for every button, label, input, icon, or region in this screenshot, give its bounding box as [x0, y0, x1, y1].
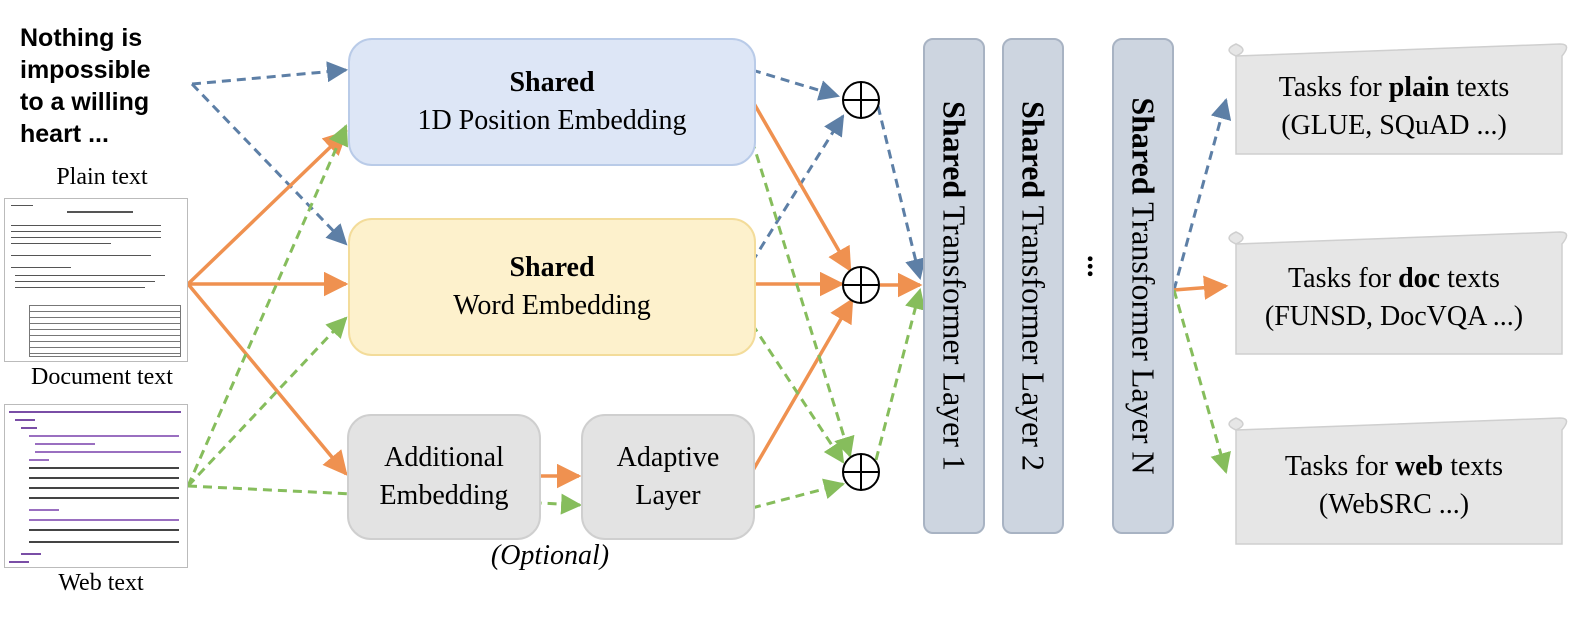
- task-prefix: Tasks for: [1284, 451, 1395, 482]
- transformer-layer-n: Shared Transformer Layer N: [1112, 38, 1174, 534]
- document-thumbnail: [4, 198, 188, 362]
- task-examples: (FUNSD, DocVQA ...): [1264, 301, 1524, 332]
- word-embedding-box: Shared Word Embedding: [348, 218, 756, 356]
- arrow-web-to-position: [186, 124, 349, 487]
- layer-name: Transformer Layer 2: [1015, 205, 1052, 472]
- quote-line: to a willing: [20, 88, 150, 116]
- transformer-layer-1: Shared Transformer Layer 1: [923, 38, 985, 534]
- arrow-layer-to-plain-task: [1172, 97, 1232, 291]
- position-embedding-name: 1D Position Embedding: [417, 105, 687, 136]
- adaptive-layer-line2: Layer: [635, 480, 701, 511]
- arrow-layer-to-doc-task: [1173, 275, 1229, 300]
- web-tasks: Tasks for web texts (WebSRC ...): [1228, 436, 1560, 536]
- adaptive-layer-line1: Adaptive: [616, 442, 720, 473]
- plain-text-label: Plain text: [56, 164, 148, 190]
- additional-embedding-line2: Embedding: [379, 480, 509, 511]
- arrow-doc-to-position: [186, 130, 348, 286]
- arrow-doc-to-additional: [186, 282, 348, 476]
- arrow-layer-to-web-task: [1172, 289, 1231, 475]
- arrow-plain-to-word: [190, 82, 348, 246]
- task-suffix: texts: [1440, 263, 1500, 294]
- circle-plus-icon: [842, 453, 880, 491]
- arrow-plain-to-position: [191, 61, 349, 86]
- arrow-word-to-sum3: [750, 323, 845, 464]
- task-prefix: Tasks for: [1278, 72, 1389, 103]
- layer-shared: Shared: [936, 100, 973, 199]
- arrow-position-to-sum1: [751, 68, 841, 101]
- arrow-position-to-sum2: [750, 99, 852, 273]
- arrow-adaptive-to-sum2: [750, 297, 854, 473]
- web-code-thumbnail: [4, 404, 188, 568]
- optional-label: (Optional): [490, 540, 610, 571]
- document-text-label: Document text: [31, 364, 173, 390]
- arrow-web-to-word: [186, 316, 348, 488]
- task-type: web: [1394, 451, 1444, 482]
- quote-line: impossible: [20, 56, 151, 84]
- scroll-icon: [1228, 43, 1568, 545]
- layer-name: Transformer Layer 1: [936, 205, 973, 472]
- quote-line: Nothing is: [20, 24, 143, 52]
- position-embedding-box: Shared 1D Position Embedding: [348, 38, 756, 166]
- plain-text-sample: Nothing is impossible to a willing heart…: [20, 22, 195, 150]
- plain-tasks: Tasks for plain texts (GLUE, SQuAD ...): [1228, 62, 1560, 152]
- arrow-sum1-to-layer: [876, 105, 926, 281]
- layer-shared: Shared: [1125, 97, 1162, 195]
- task-prefix: Tasks for: [1288, 263, 1399, 294]
- layer-ellipsis: ...: [1081, 255, 1114, 278]
- transformer-layer-2: Shared Transformer Layer 2: [1002, 38, 1064, 534]
- task-type: plain: [1388, 72, 1450, 103]
- word-embedding-shared: Shared: [509, 252, 595, 283]
- doc-tasks: Tasks for doc texts (FUNSD, DocVQA ...): [1228, 250, 1560, 346]
- arrow-sum3-to-layer: [874, 287, 926, 461]
- arrow-word-to-sum1: [750, 114, 845, 263]
- task-examples: (WebSRC ...): [1318, 489, 1470, 520]
- word-embedding-name: Word Embedding: [453, 290, 651, 321]
- web-text-label: Web text: [58, 570, 144, 596]
- circle-plus-icon: [842, 266, 880, 304]
- position-embedding-shared: Shared: [509, 67, 595, 98]
- additional-embedding-box: Additional Embedding: [347, 414, 541, 540]
- quote-line: heart ...: [20, 120, 109, 148]
- task-examples: (GLUE, SQuAD ...): [1281, 110, 1507, 141]
- arrow-adaptive-to-sum3: [751, 478, 846, 510]
- layer-shared: Shared: [1015, 100, 1052, 199]
- task-suffix: texts: [1449, 72, 1510, 103]
- arrow-position-to-sum3: [750, 139, 855, 459]
- circle-plus-icon: [842, 81, 880, 119]
- task-suffix: texts: [1443, 451, 1504, 482]
- task-type: doc: [1398, 263, 1441, 294]
- layer-name: Transformer Layer N: [1125, 202, 1162, 475]
- adaptive-layer-box: Adaptive Layer: [581, 414, 755, 540]
- additional-embedding-line1: Additional: [384, 442, 504, 473]
